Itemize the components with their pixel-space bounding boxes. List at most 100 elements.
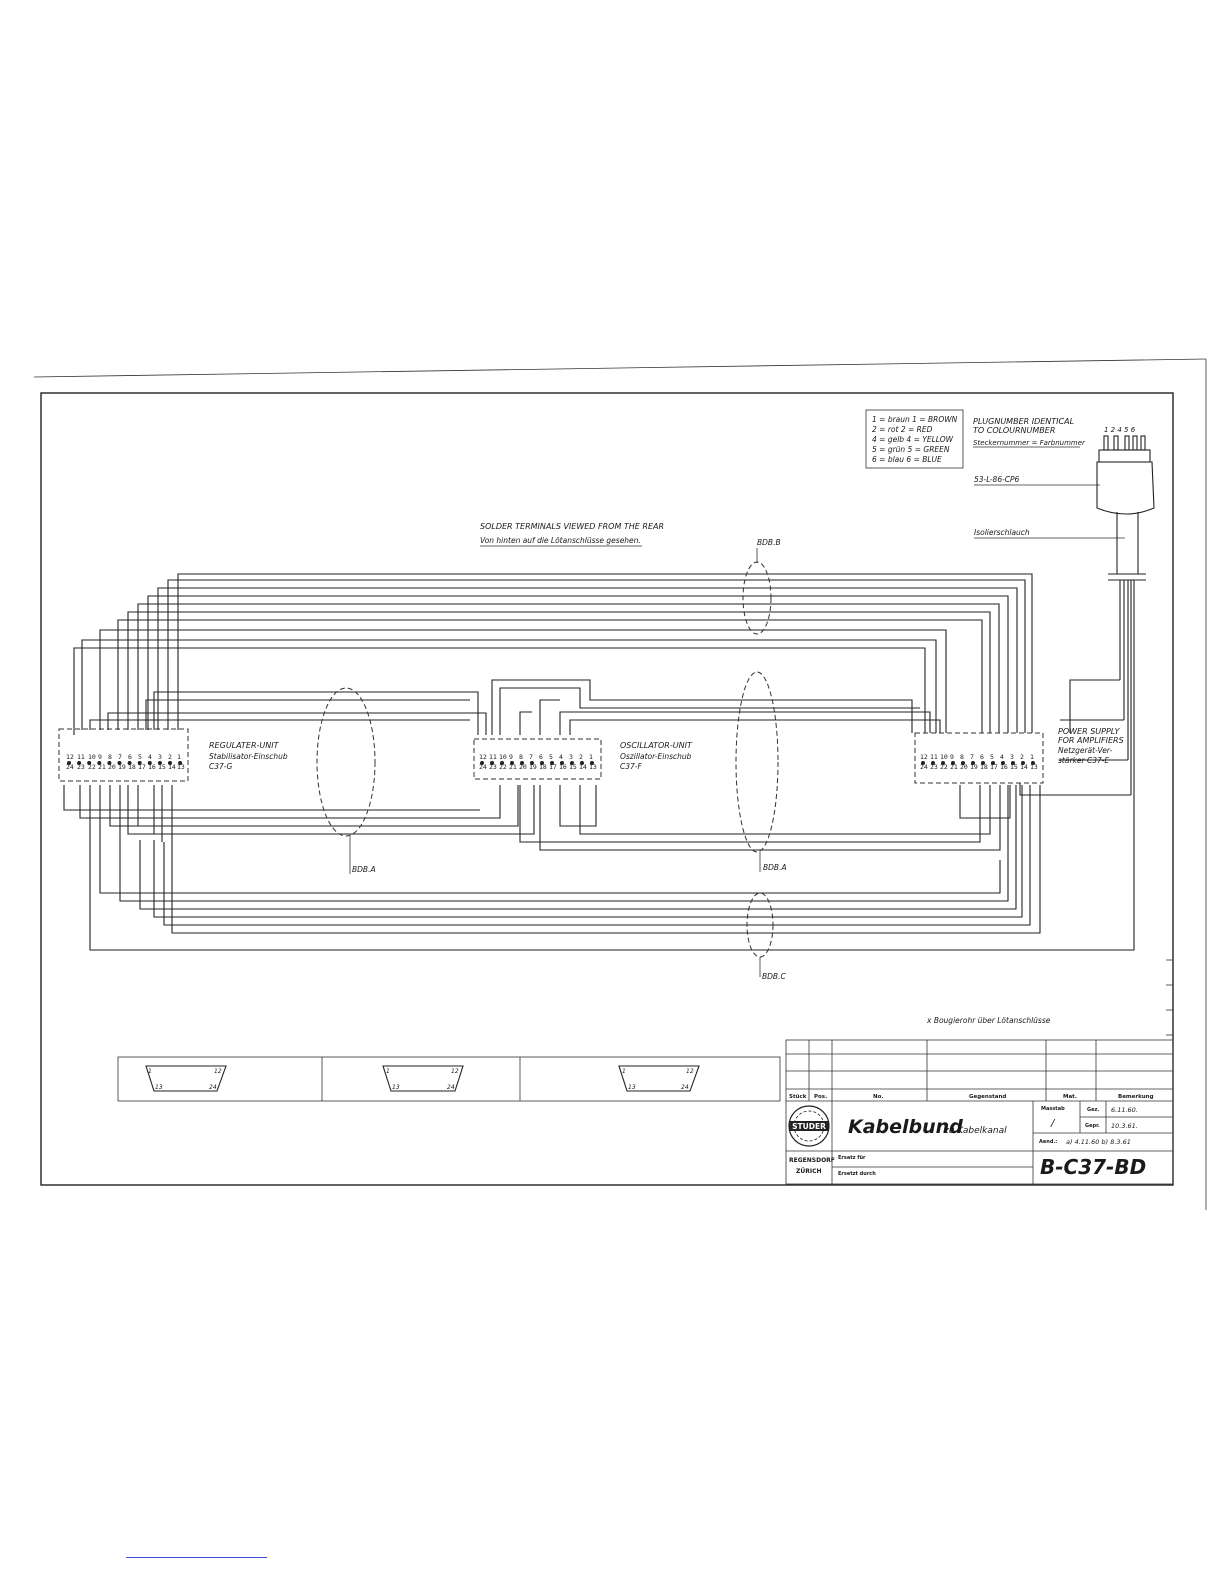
oscillator-title: OSCILLATOR-UNIT — [620, 741, 693, 750]
ps-pin-15: 15 — [1010, 763, 1018, 771]
studer-logo: STUDER — [788, 1105, 830, 1147]
reg-pin-20: 20 — [108, 763, 116, 771]
regulator-title: REGULATER-UNIT — [209, 741, 280, 750]
reg-pin-15: 15 — [158, 763, 166, 771]
power-supply-unit: 12 11 10 9 8 7 6 5 4 3 2 1 24 23 22 21 2… — [914, 727, 1124, 784]
reg-pin-2: 2 — [168, 753, 172, 761]
drawing-subtitle: zu Kabelkanal — [943, 1126, 1007, 1136]
sheet-edge-top — [33, 358, 1207, 378]
header-stueck: Stück — [789, 1094, 807, 1100]
plug-collar — [1098, 449, 1151, 463]
heading-german: Von hinten auf die Lötanschlüsse gesehen… — [480, 536, 641, 545]
legend-line-5: 6 = blau 6 = BLUE — [872, 455, 942, 464]
aend-value: a) 4.11.60 b) 8.3.61 — [1066, 1138, 1131, 1146]
terminal-dot — [137, 761, 142, 765]
reg-pin-11: 11 — [77, 753, 85, 761]
ps-pin-13: 13 — [1030, 763, 1038, 771]
connector-views-box — [117, 1056, 781, 1102]
osc-pin-5: 5 — [549, 753, 553, 761]
reg-pin-10: 10 — [88, 753, 96, 761]
osc-pin-4: 4 — [559, 753, 563, 761]
oscillator-subtitle: Oszillator-Einschub — [620, 752, 692, 761]
drawing-number: B-C37-BD — [1040, 1155, 1146, 1179]
connector-3-pin-tl: 1 — [622, 1068, 626, 1075]
osc-pin-2: 2 — [579, 753, 583, 761]
ps-pin-5: 5 — [990, 753, 994, 761]
power-supply-subtitle-2: stärker C37-E — [1058, 756, 1109, 765]
ps-pin-11: 11 — [930, 753, 938, 761]
legend-line-4: 5 = grün 5 = GREEN — [872, 445, 950, 454]
reg-pin-7: 7 — [118, 753, 122, 761]
terminal-dot — [1021, 761, 1025, 765]
osc-pin-10: 10 — [499, 753, 507, 761]
plug-body — [1096, 461, 1155, 515]
header-gegenstand: Gegenstand — [969, 1094, 1006, 1100]
osc-pin-6: 6 — [539, 753, 543, 761]
plug-note: PLUGNUMBER IDENTICAL TO COLOURNUMBER Ste… — [973, 417, 1125, 539]
plug-title-line-1: PLUGNUMBER IDENTICAL — [973, 417, 1074, 426]
ps-pin-12: 12 — [920, 753, 928, 761]
logo-text: STUDER — [792, 1122, 826, 1131]
osc-pin-14: 14 — [579, 763, 587, 771]
reg-pin-24: 24 — [66, 763, 74, 771]
aend-label: Aend.: — [1039, 1139, 1057, 1145]
regulator-unit: 12 11 10 9 8 7 6 5 4 3 2 1 24 23 22 21 2… — [58, 728, 288, 782]
bundle-markers: BDB.B BDB.A BDB.A BDB.C — [316, 538, 787, 981]
power-supply-connector — [914, 732, 1044, 784]
terminal-dot — [117, 761, 122, 765]
terminal-dot — [580, 761, 584, 765]
connector-view-3: 1 12 13 24 — [618, 1065, 700, 1092]
terminal-dot — [991, 761, 995, 765]
title-block-frame — [785, 1039, 1174, 1185]
city-2: ZÜRICH — [796, 1168, 822, 1175]
ps-pin-24: 24 — [920, 763, 928, 771]
reg-pin-3: 3 — [158, 753, 162, 761]
ps-pin-19: 19 — [970, 763, 978, 771]
ps-pin-23: 23 — [930, 763, 938, 771]
ps-pin-9: 9 — [950, 753, 954, 761]
terminal-dot — [87, 761, 92, 765]
connector-face-1 — [145, 1065, 227, 1092]
ersatz-fuer: Ersatz für — [838, 1155, 866, 1161]
connector-view-2: 1 12 13 24 — [382, 1065, 464, 1092]
ps-pin-7: 7 — [970, 753, 974, 761]
reg-pin-18: 18 — [128, 763, 136, 771]
terminal-dot — [961, 761, 965, 765]
terminal-dot — [77, 761, 82, 765]
terminal-dot — [981, 761, 985, 765]
oscillator-unit: 12 11 10 9 8 7 6 5 4 3 2 1 24 23 22 21 2… — [473, 738, 693, 780]
reg-pin-17: 17 — [138, 763, 146, 771]
gez-value: 6.11.60. — [1111, 1106, 1138, 1114]
connector-3-pin-bl: 13 — [628, 1084, 636, 1091]
terminal-dot — [157, 761, 162, 765]
regulator-connector — [58, 728, 189, 782]
ps-pin-3: 3 — [1010, 753, 1014, 761]
bundle-a-right-ellipse — [735, 671, 779, 853]
terminal-dot — [560, 761, 564, 765]
terminal-dot — [480, 761, 484, 765]
reg-pin-23: 23 — [77, 763, 85, 771]
osc-pin-18: 18 — [539, 763, 547, 771]
drawing-frame — [40, 392, 1174, 1186]
reg-pin-16: 16 — [148, 763, 156, 771]
bundle-b-ellipse — [742, 561, 772, 635]
city-1: REGENSDORF — [789, 1157, 835, 1164]
terminal-dot — [971, 761, 975, 765]
regulator-subtitle: Stabilisator-Einschub — [209, 752, 288, 761]
header-no: No. — [873, 1094, 883, 1100]
oscillator-connector — [473, 738, 602, 780]
reg-pin-6: 6 — [128, 753, 132, 761]
connector-2-pin-tl: 1 — [386, 1068, 390, 1075]
ps-pin-6: 6 — [980, 753, 984, 761]
margin-ticks — [1166, 959, 1173, 1036]
terminal-dot — [931, 761, 935, 765]
terminal-dot — [168, 761, 172, 765]
drawing-title: Kabelbund — [848, 1116, 963, 1138]
legend-line-1: 1 = braun 1 = BROWN — [872, 415, 958, 424]
osc-pin-19: 19 — [529, 763, 537, 771]
legend-box — [865, 409, 964, 469]
osc-pin-21: 21 — [509, 763, 517, 771]
bundle-a-left-label: BDB.A — [352, 865, 376, 874]
terminal-dot — [550, 761, 554, 765]
